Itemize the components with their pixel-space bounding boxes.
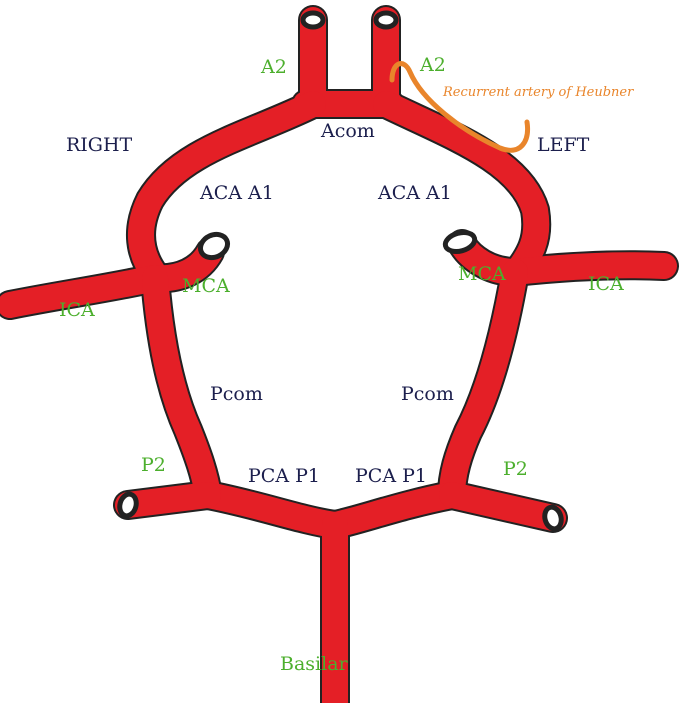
right-a2-end xyxy=(300,10,326,30)
left-side-label: LEFT xyxy=(537,134,590,156)
right-pca-p1-label: PCA P1 xyxy=(248,465,320,487)
left-ica-label: ICA xyxy=(588,273,624,295)
left-pca-p1-label: PCA P1 xyxy=(355,465,427,487)
right-mca-label: MCA xyxy=(182,275,230,297)
right-pcom-label: Pcom xyxy=(210,383,263,405)
right-p2-end xyxy=(117,491,139,519)
left-p2-label: P2 xyxy=(503,458,528,480)
left-a2-label: A2 xyxy=(420,54,446,76)
basilar-label: Basilar xyxy=(280,653,348,675)
left-mca-end xyxy=(442,229,478,255)
left-pcom-label: Pcom xyxy=(401,383,454,405)
heubner-artery xyxy=(389,61,531,153)
right-aca-a1-label: ACA A1 xyxy=(200,182,274,204)
right-ica-label: ICA xyxy=(59,299,95,321)
acom-label: Acom xyxy=(321,120,375,142)
left-a2-end xyxy=(373,10,399,30)
left-p2-end xyxy=(542,504,564,532)
left-mca-label: MCA xyxy=(458,263,506,285)
right-a2-label: A2 xyxy=(261,56,287,78)
right-p2-label: P2 xyxy=(141,454,166,476)
right-mca-end xyxy=(197,231,231,261)
right-side-label: RIGHT xyxy=(66,134,133,156)
heubner-label: Recurrent artery of Heubner xyxy=(443,85,634,100)
left-aca-a1-label: ACA A1 xyxy=(378,182,452,204)
